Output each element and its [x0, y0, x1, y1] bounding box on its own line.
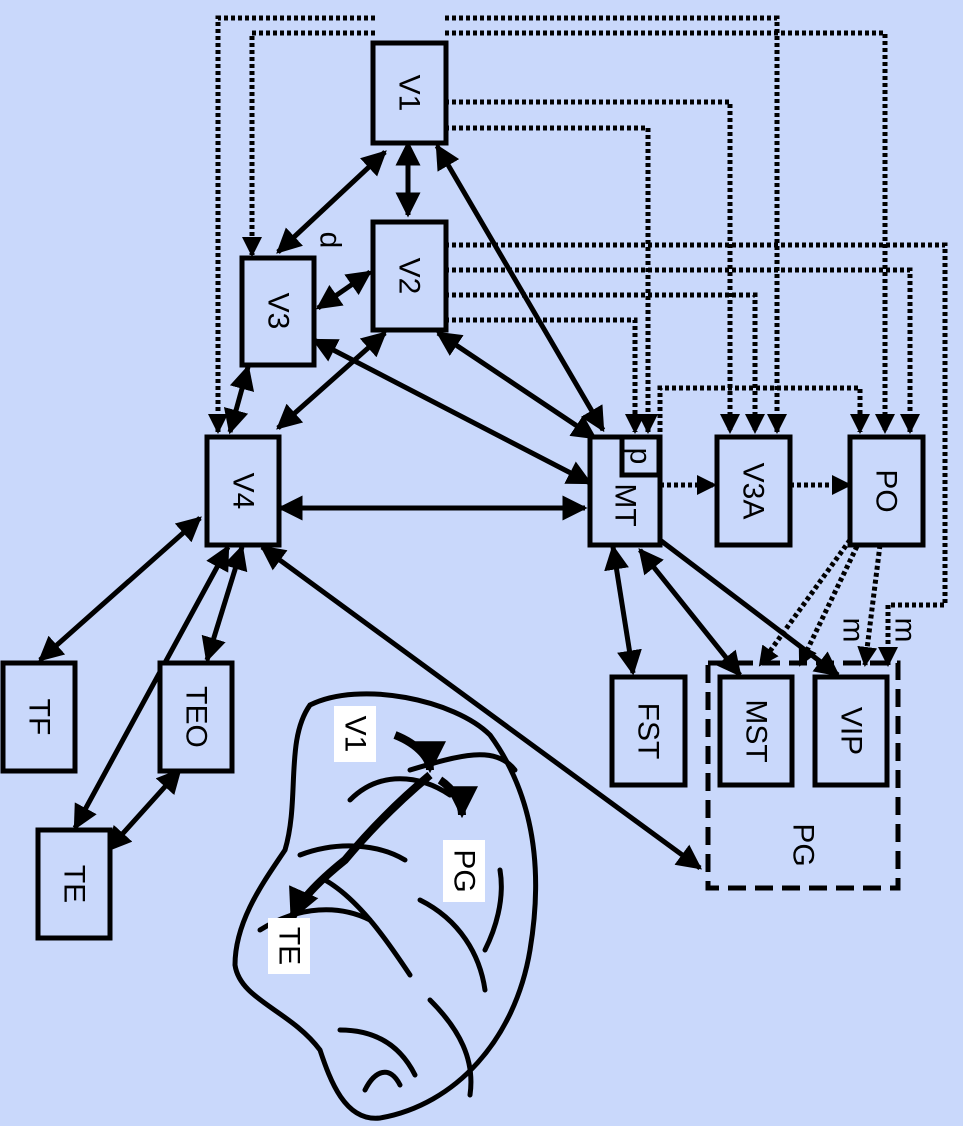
label-pg-region: PG — [787, 823, 820, 866]
label-mst: MST — [740, 699, 773, 762]
label-m2: m — [889, 618, 922, 643]
label-teo: TEO — [180, 686, 213, 748]
label-mt: MT — [609, 483, 642, 526]
label-vip: VIP — [835, 707, 868, 755]
label-m1: m — [837, 618, 870, 643]
brain-label-v1: V1 — [339, 716, 372, 753]
label-v3a: V3A — [737, 463, 770, 520]
label-v2: V2 — [393, 258, 426, 295]
label-v3: V3 — [262, 293, 295, 330]
label-tf: TF — [23, 699, 56, 736]
label-v1: V1 — [393, 75, 426, 112]
label-d: d — [314, 232, 347, 249]
label-fst: FST — [632, 703, 665, 760]
brain-label-te: TE — [273, 927, 306, 965]
label-p: p — [624, 448, 657, 465]
label-te: TE — [58, 865, 91, 903]
label-v4: V4 — [227, 473, 260, 510]
brain-label-pg: PG — [448, 849, 481, 892]
label-po: PO — [870, 469, 903, 512]
